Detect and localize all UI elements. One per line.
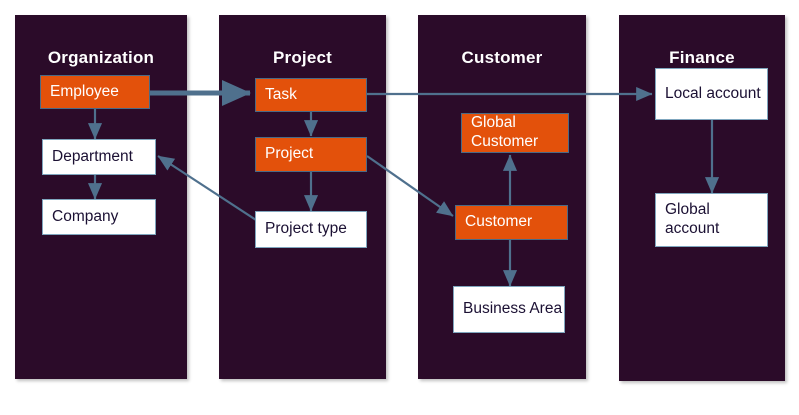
- node-global-customer[interactable]: Global Customer: [461, 113, 569, 153]
- node-local-account[interactable]: Local account: [655, 68, 768, 120]
- node-project[interactable]: Project: [255, 137, 367, 172]
- node-department[interactable]: Department: [42, 139, 156, 175]
- node-company[interactable]: Company: [42, 199, 156, 235]
- node-global-account[interactable]: Global account: [655, 193, 768, 247]
- node-task[interactable]: Task: [255, 78, 367, 112]
- node-project-type[interactable]: Project type: [255, 211, 367, 248]
- node-customer[interactable]: Customer: [455, 205, 568, 240]
- node-business-area[interactable]: Business Area: [453, 286, 565, 333]
- panel-title-organization: Organization: [47, 48, 155, 67]
- panel-title-finance: Finance: [669, 48, 735, 67]
- panel-project: Project: [219, 15, 386, 379]
- panel-title-project: Project: [272, 48, 333, 67]
- panel-organization: Organization: [15, 15, 187, 379]
- panel-title-customer: Customer: [461, 48, 543, 67]
- node-employee[interactable]: Employee: [40, 75, 150, 109]
